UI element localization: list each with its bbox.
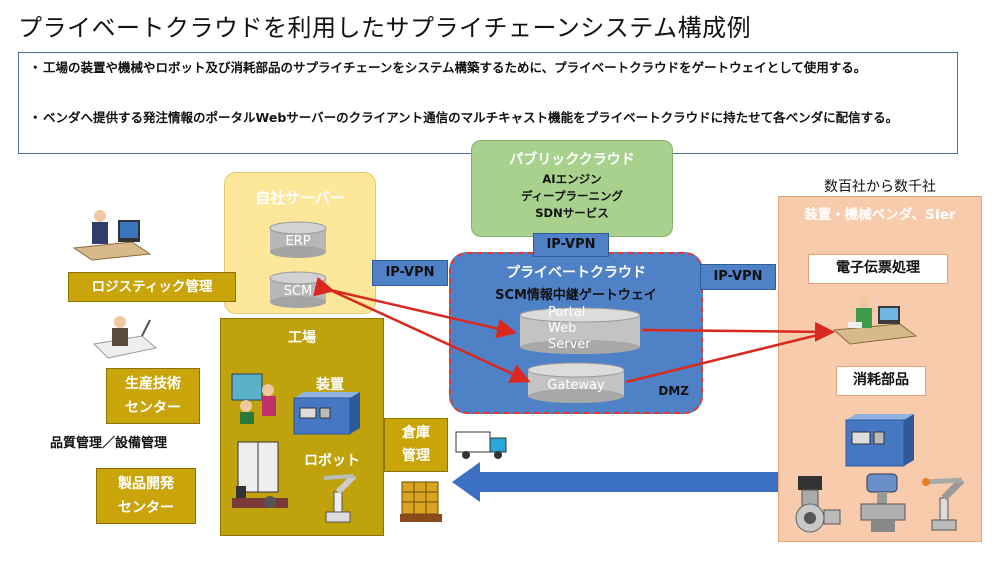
vpn-badge-right: IP-VPN xyxy=(700,264,776,290)
vpn-badge-top: IP-VPN xyxy=(533,233,609,257)
description-box: ・ 工場の装置や機械やロボット及び消耗部品のサプライチェーンをシステム構築するた… xyxy=(18,52,958,154)
product-dev-line: センター xyxy=(118,500,174,516)
page-title: プライベートクラウドを利用したサプライチェーンシステム構成例 xyxy=(18,14,752,42)
delivery-flow-arrow xyxy=(452,462,778,502)
portal-server-icon xyxy=(519,307,641,354)
invoice-box: 電子伝票処理 xyxy=(808,254,948,284)
portal-label-line: Web xyxy=(548,321,577,336)
warehouse-line: 倉庫 xyxy=(402,425,430,441)
portal-label: Portal Web Server xyxy=(548,305,591,353)
desk-worker-icon xyxy=(832,296,918,345)
public-cloud-line: ディープラーニング xyxy=(520,189,623,203)
scm-label: SCM xyxy=(283,284,313,299)
bullet-mark: ・ xyxy=(29,60,42,75)
robot-label: ロボット xyxy=(304,453,360,469)
factory-machine-icon xyxy=(293,392,360,435)
gateway-label: Gateway xyxy=(547,378,605,393)
bullet-item: ・ 工場の装置や機械やロボット及び消耗部品のサプライチェーンをシステム構築するた… xyxy=(29,58,948,77)
warehouse-box: 倉庫 管理 xyxy=(384,418,448,472)
erp-database-icon xyxy=(269,221,327,258)
public-cloud-panel: パブリッククラウド AIエンジン ディープラーニング SDNサービス xyxy=(471,140,673,237)
erp-label: ERP xyxy=(285,234,311,249)
scm-to-gateway-arrow xyxy=(329,288,531,383)
bullet-text: ベンダへ提供する発注情報のポータルWebサーバーのクライアント通信のマルチキャス… xyxy=(43,110,899,125)
vendor-title: 装置・機械ベンダ、SIer xyxy=(804,207,956,223)
operators-icon xyxy=(231,373,276,424)
product-dev-line: 製品開発 xyxy=(118,476,174,492)
bullet-mark: ・ xyxy=(29,110,42,125)
cargo-pallet-icon xyxy=(400,481,442,522)
production-tech-center-box: 生産技術 センター xyxy=(106,368,200,424)
production-tech-line: 生産技術 xyxy=(125,376,181,392)
bullet-text: 工場の装置や機械やロボット及び消耗部品のサプライチェーンをシステム構築するために… xyxy=(43,60,867,75)
scm-to-portal-arrow xyxy=(313,276,517,339)
delivery-truck-icon xyxy=(455,431,507,459)
portal-label-line: Server xyxy=(548,337,591,352)
portal-label-line: Portal xyxy=(548,305,586,320)
dmz-label: DMZ xyxy=(658,384,689,398)
vendor-count-label: 数百社から数千社 xyxy=(824,179,936,195)
public-cloud-line: AIエンジン xyxy=(542,172,602,186)
production-tech-line: センター xyxy=(125,400,181,416)
gateway-to-vendor-line xyxy=(625,330,831,384)
factory-robot-arm-icon xyxy=(323,473,357,523)
portal-to-vendor-arrow xyxy=(641,321,835,342)
actuator-valve-icon xyxy=(860,473,906,532)
robot-arm-icon xyxy=(922,477,965,531)
vendor-machine-icon xyxy=(845,414,914,467)
bullet-item: ・ ベンダへ提供する発注情報のポータルWebサーバーのクライアント通信のマルチキ… xyxy=(29,108,948,127)
own-server-title: 自社サーバー xyxy=(255,189,345,207)
warehouse-line: 管理 xyxy=(402,448,430,464)
public-cloud-line: SDNサービス xyxy=(535,206,609,220)
office-worker-icon xyxy=(72,210,152,261)
consumables-box: 消耗部品 xyxy=(836,366,926,396)
logistics-box: ロジスティック管理 xyxy=(68,272,236,302)
device-label: 装置 xyxy=(316,377,344,393)
engineer-drafting-icon xyxy=(92,316,158,359)
gateway-server-icon xyxy=(527,362,625,403)
private-cloud-title: プライベートクラウド xyxy=(506,265,646,281)
valve-icon xyxy=(795,476,841,533)
public-cloud-title: パブリッククラウド xyxy=(509,152,635,168)
quality-equipment-label: 品質管理／設備管理 xyxy=(50,436,168,451)
factory-title: 工場 xyxy=(288,330,316,346)
control-cabinet-icon xyxy=(232,441,288,508)
product-dev-center-box: 製品開発 センター xyxy=(96,468,196,524)
private-cloud-subtitle: SCM情報中継ゲートウェイ xyxy=(495,288,657,303)
